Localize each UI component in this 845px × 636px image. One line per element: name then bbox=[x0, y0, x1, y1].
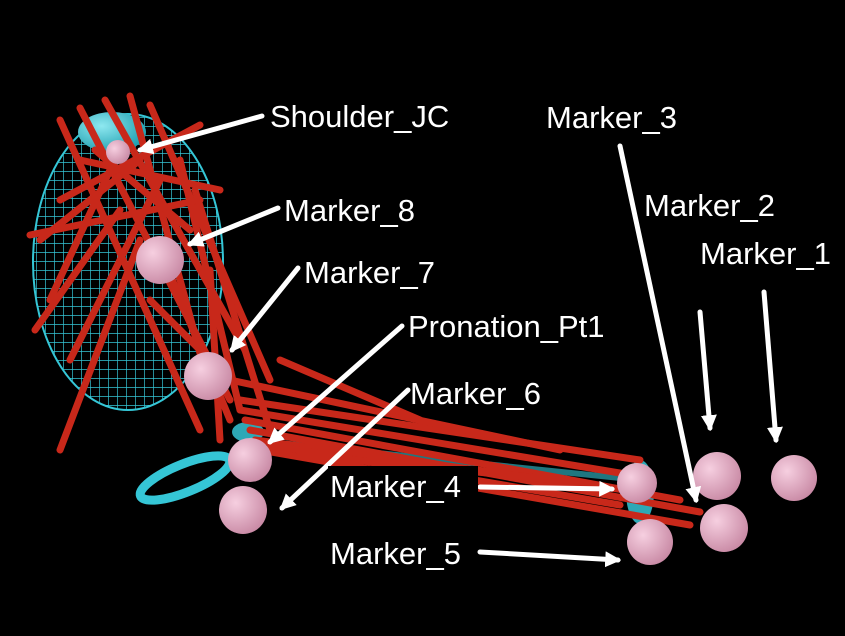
label-marker-8: Marker_8 bbox=[284, 193, 415, 228]
marker-spheres bbox=[106, 140, 817, 565]
arrow-marker-8 bbox=[187, 205, 281, 247]
shoulder-jc-sphere bbox=[106, 140, 130, 164]
arrow-shoulder-jc bbox=[136, 113, 265, 155]
arrow-pronation-pt1 bbox=[267, 323, 405, 445]
marker-2-sphere bbox=[693, 452, 741, 500]
arrow-marker-7 bbox=[229, 265, 301, 353]
label-marker-1: Marker_1 bbox=[700, 236, 831, 271]
marker-7-sphere bbox=[184, 352, 232, 400]
label-marker-3: Marker_3 bbox=[546, 100, 677, 135]
arrow-marker-6 bbox=[279, 387, 411, 511]
label-marker-6: Marker_6 bbox=[410, 376, 541, 411]
marker-5-sphere bbox=[627, 519, 673, 565]
label-shoulder-jc: Shoulder_JC bbox=[270, 99, 449, 134]
pointer-arrows bbox=[136, 113, 783, 568]
marker-3-sphere bbox=[700, 504, 748, 552]
pronation-pt1-sphere bbox=[228, 438, 272, 482]
label-marker-4: Marker_4 bbox=[330, 469, 461, 504]
marker-1-sphere bbox=[771, 455, 817, 501]
labels: Shoulder_JC Marker_8 Marker_7 Pronation_… bbox=[270, 99, 831, 571]
marker-8-sphere bbox=[136, 236, 184, 284]
label-marker-7: Marker_7 bbox=[304, 255, 435, 290]
label-marker-2: Marker_2 bbox=[644, 188, 775, 223]
arrow-marker-5 bbox=[477, 549, 622, 568]
arrow-marker-1 bbox=[761, 289, 783, 444]
arrow-marker-4 bbox=[477, 480, 616, 497]
label-marker-5: Marker_5 bbox=[330, 536, 461, 571]
label-pronation-pt1: Pronation_Pt1 bbox=[408, 309, 604, 344]
arrow-marker-3 bbox=[617, 143, 702, 504]
marker-4-sphere bbox=[617, 463, 657, 503]
arrow-marker-2 bbox=[697, 309, 717, 432]
marker-6-sphere bbox=[219, 486, 267, 534]
